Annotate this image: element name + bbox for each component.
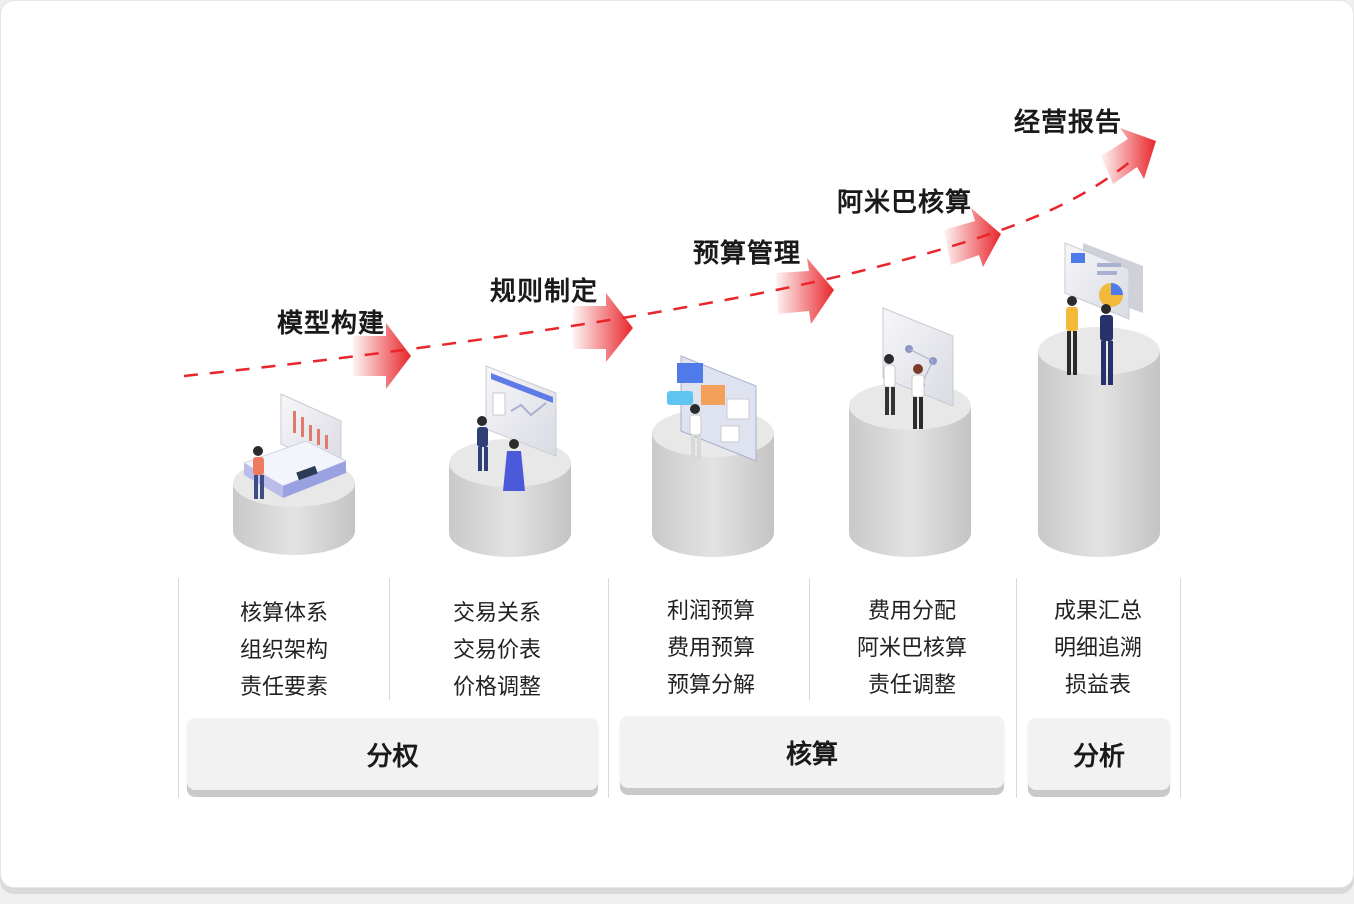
column-list-4: 费用分配 阿米巴核算 责任调整 [807, 593, 1017, 704]
divider [608, 578, 609, 798]
list-item: 费用分配 [867, 599, 956, 624]
column-list-2: 交易关系 交易价表 价格调整 [392, 595, 602, 706]
list-item: 预算分解 [666, 673, 755, 698]
person-icon [689, 404, 702, 461]
column-list-1: 核算体系 组织架构 责任要素 [179, 595, 389, 706]
arrow-icon-5 [1101, 128, 1156, 184]
list-item: 交易价表 [452, 638, 541, 663]
list-item: 责任要素 [239, 675, 328, 700]
group-box-decentralize: 分权 [187, 718, 598, 790]
person-icon [883, 354, 896, 415]
arrow-icon-3 [776, 258, 834, 324]
stage-label-amoeba: 阿米巴核算 [837, 188, 973, 218]
list-item: 组织架构 [239, 638, 328, 663]
stage-label-budget: 预算管理 [693, 239, 802, 269]
arrow-icon-2 [573, 293, 633, 362]
list-item: 交易关系 [452, 601, 541, 626]
divider [1016, 578, 1017, 798]
list-item: 价格调整 [452, 675, 541, 700]
list-item: 核算体系 [239, 601, 328, 626]
person-icon [503, 439, 525, 491]
pillar-4 [849, 382, 971, 557]
stage-label-model: 模型构建 [277, 309, 386, 339]
growth-curve [183, 160, 1132, 378]
screen-icon [485, 365, 557, 457]
stage-label-report: 经营报告 [1014, 108, 1123, 138]
arrow-icon-1 [353, 323, 411, 389]
stage-label-rules: 规则制定 [490, 277, 599, 307]
person-icon [911, 364, 925, 429]
divider [1180, 578, 1181, 798]
flow-board-icon [882, 307, 954, 407]
divider [389, 578, 390, 700]
person-icon [477, 416, 488, 471]
list-item: 阿米巴核算 [856, 636, 967, 661]
list-item: 责任调整 [867, 673, 956, 698]
list-item: 成果汇总 [1053, 599, 1142, 624]
divider [809, 578, 810, 700]
list-item: 利润预算 [666, 599, 755, 624]
list-item: 明细追溯 [1053, 636, 1142, 661]
pillar-5 [1038, 327, 1160, 557]
person-icon [1066, 296, 1078, 375]
group-box-accounting: 核算 [620, 716, 1004, 788]
person-icon [1100, 304, 1113, 385]
column-list-3: 利润预算 费用预算 预算分解 [606, 593, 816, 704]
arrow-icon-4 [944, 208, 1001, 267]
report-board-icon [1064, 242, 1143, 320]
growth-scene [183, 128, 1160, 557]
person-icon [253, 446, 264, 499]
list-item: 费用预算 [666, 636, 755, 661]
group-box-analysis: 分析 [1028, 718, 1170, 790]
list-item: 损益表 [1064, 673, 1131, 698]
divider [178, 578, 179, 798]
column-list-5: 成果汇总 明细追溯 损益表 [993, 593, 1203, 704]
